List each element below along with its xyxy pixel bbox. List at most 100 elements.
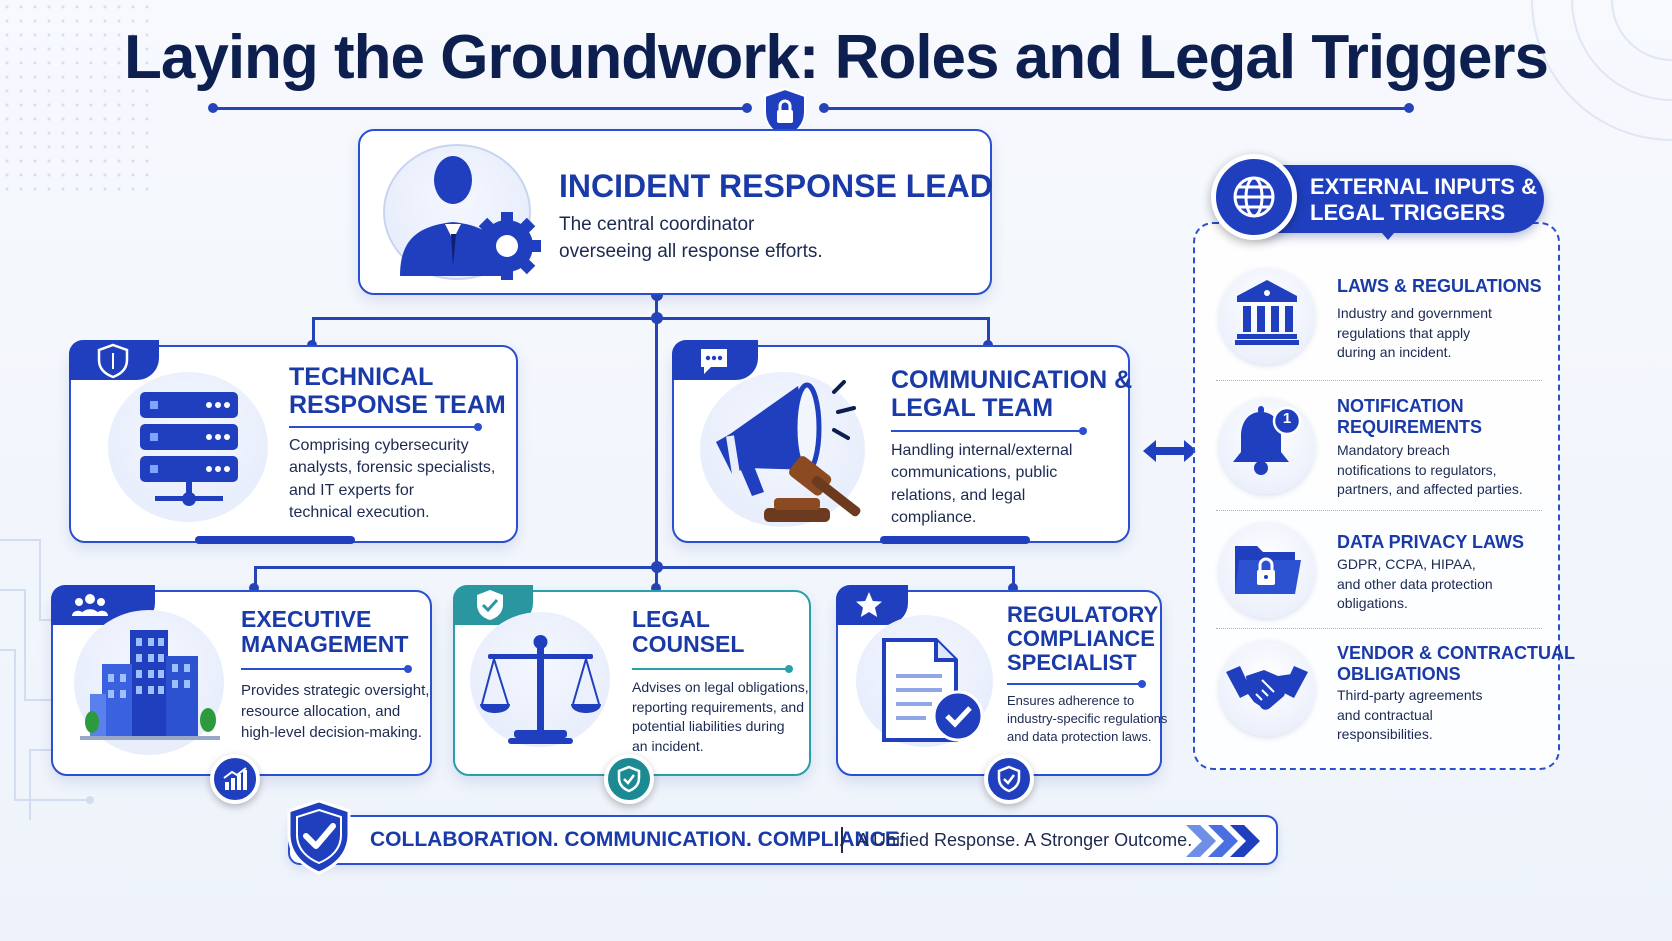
title-divider-right xyxy=(824,107,1409,110)
connector-node xyxy=(651,561,663,573)
title-underline xyxy=(289,423,482,431)
technical-title: TECHNICAL RESPONSE TEAM xyxy=(289,363,506,419)
shield-check-icon xyxy=(997,765,1021,793)
communication-description: Handling internal/external communication… xyxy=(891,440,1072,530)
ext-desc-line: and contractual xyxy=(1337,706,1433,723)
regulatory-title: REGULATORY COMPLIANCE SPECIALIST xyxy=(1007,602,1159,676)
scales-icon xyxy=(480,635,601,744)
technical-desc-line: and IT experts for xyxy=(289,481,415,499)
regulatory-title-line: REGULATORY xyxy=(1007,602,1159,627)
executive-title: EXECUTIVE MANAGEMENT xyxy=(241,606,409,658)
external-header-title: EXTERNAL INPUTS & LEGAL TRIGGERS xyxy=(1310,174,1537,226)
handshake-icon xyxy=(1226,666,1308,710)
separator xyxy=(1216,628,1542,629)
notification-count-badge: 1 xyxy=(1282,410,1292,427)
executive-title-line: MANAGEMENT xyxy=(241,631,409,658)
technical-desc-line: technical execution. xyxy=(289,504,430,522)
buildings-icon xyxy=(80,630,220,740)
executive-badge xyxy=(210,754,260,804)
globe-icon xyxy=(1233,176,1275,218)
technical-desc-line: analysts, forensic specialists, xyxy=(289,459,496,477)
ext-title-line: VENDOR & CONTRACTUAL xyxy=(1337,643,1575,663)
shield-lock-icon xyxy=(764,87,806,139)
speech-bubble-icon xyxy=(701,349,727,374)
person-with-gear-icon xyxy=(400,156,541,280)
connector-node xyxy=(651,312,663,324)
ext-desc-line: Third-party agreements xyxy=(1337,687,1483,703)
connector-trunk xyxy=(655,294,658,589)
connector xyxy=(987,317,990,347)
ext-desc-line: and other data protection xyxy=(1337,575,1493,592)
separator xyxy=(1216,510,1542,511)
executive-description: Provides strategic oversight, resource a… xyxy=(241,680,429,743)
ext-title-line: LAWS & REGULATIONS xyxy=(1337,276,1542,296)
ext-title-line: REQUIREMENTS xyxy=(1337,416,1483,437)
regulatory-desc-line: industry-specific regulations xyxy=(1007,711,1168,727)
data-privacy-laws-description: GDPR, CCPA, HIPAA, and other data protec… xyxy=(1337,555,1493,614)
title-underline xyxy=(1007,680,1146,688)
communication-title: COMMUNICATION & LEGAL TEAM xyxy=(891,366,1132,422)
executive-desc-line: resource allocation, and xyxy=(241,703,401,720)
executive-title-line: EXECUTIVE xyxy=(241,606,372,632)
laws-regulations-description: Industry and government regulations that… xyxy=(1337,304,1492,363)
laws-regulations-title: LAWS & REGULATIONS xyxy=(1337,276,1542,297)
counsel-badge xyxy=(604,754,654,804)
lead-title: INCIDENT RESPONSE LEAD xyxy=(559,168,993,204)
executive-desc-line: high-level decision-making. xyxy=(241,724,422,741)
tagline-main: COLLABORATION. COMMUNICATION. COMPLIANCE… xyxy=(370,828,905,851)
ext-desc-line: regulations that apply xyxy=(1337,324,1471,341)
lead-desc-line: overseeing all response efforts. xyxy=(559,240,823,262)
title-divider-left xyxy=(213,107,748,110)
connector xyxy=(655,566,658,590)
ext-desc-line: GDPR, CCPA, HIPAA, xyxy=(1337,556,1476,572)
shield-check-icon xyxy=(287,799,351,875)
card-accent-strip xyxy=(195,536,355,544)
connector-node xyxy=(249,583,259,593)
ext-desc-line: notifications to regulators, xyxy=(1337,461,1497,478)
connector-top-branch xyxy=(312,317,989,320)
external-header-line: EXTERNAL INPUTS & xyxy=(1310,174,1537,199)
counsel-title-line: LEGAL xyxy=(632,606,710,632)
ext-desc-line: partners, and affected parties. xyxy=(1337,481,1523,498)
vendor-contractual-title: VENDOR & CONTRACTUAL OBLIGATIONS xyxy=(1337,643,1575,684)
external-header-line: LEGAL TRIGGERS xyxy=(1310,199,1506,225)
regulatory-desc-line: and data protection laws. xyxy=(1007,729,1152,745)
data-privacy-laws-title: DATA PRIVACY LAWS xyxy=(1337,532,1524,553)
connector-node xyxy=(1008,583,1018,593)
connector-node xyxy=(651,583,661,593)
shield-check-icon xyxy=(617,765,641,793)
double-arrow-icon xyxy=(1143,440,1197,462)
lead-desc-line: The central coordinator xyxy=(559,214,755,235)
connector-bottom-branch xyxy=(254,566,1014,569)
regulatory-title-line: COMPLIANCE xyxy=(1007,626,1155,652)
counsel-description: Advises on legal obligations, reporting … xyxy=(632,678,809,756)
regulatory-description: Ensures adherence to industry-specific r… xyxy=(1007,692,1167,747)
regulatory-title-line: SPECIALIST xyxy=(1007,650,1137,676)
notification-requirements-description: Mandatory breach notifications to regula… xyxy=(1337,441,1523,500)
ext-title-line: OBLIGATIONS xyxy=(1337,663,1461,684)
title-underline xyxy=(241,665,412,673)
bar-chart-growth-icon xyxy=(223,767,247,790)
shield-icon xyxy=(97,343,129,379)
star-icon xyxy=(856,592,882,617)
ext-desc-line: responsibilities. xyxy=(1337,726,1433,743)
technical-title-line: TECHNICAL xyxy=(289,363,434,391)
ext-desc-line: obligations. xyxy=(1337,595,1408,612)
server-icon xyxy=(140,392,238,506)
connector xyxy=(312,317,315,347)
title-underline xyxy=(891,427,1087,435)
tagline-sub: A Unified Response. A Stronger Outcome. xyxy=(857,830,1193,850)
separator xyxy=(1216,380,1542,381)
connector xyxy=(1012,566,1015,590)
tagline-separator xyxy=(841,827,843,853)
communication-desc-line: compliance. xyxy=(891,509,977,527)
divider-dot xyxy=(208,103,218,113)
regulatory-desc-line: Ensures adherence to xyxy=(1007,693,1135,708)
communication-desc-line: Handling internal/external xyxy=(891,442,1073,459)
page-title: Laying the Groundwork: Roles and Legal T… xyxy=(124,23,1549,92)
ext-desc-line: during an incident. xyxy=(1337,344,1452,361)
communication-title-line: LEGAL TEAM xyxy=(891,393,1054,422)
header-pointer xyxy=(1376,226,1400,240)
ext-desc-line: Mandatory breach xyxy=(1337,442,1450,458)
lead-description: The central coordinator overseeing all r… xyxy=(559,212,823,265)
